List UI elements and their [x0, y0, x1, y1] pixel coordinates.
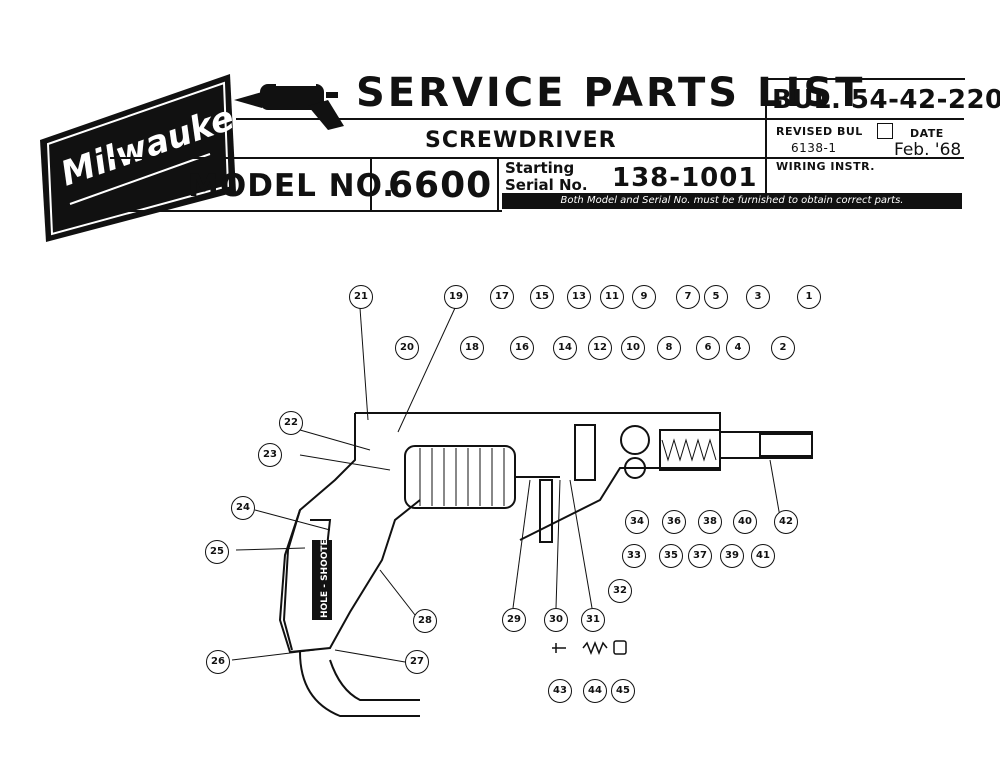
wiring-label: WIRING INSTR.	[776, 160, 875, 173]
callout-23: 23	[258, 443, 282, 467]
callout-2: 2	[771, 336, 795, 360]
callout-13: 13	[567, 285, 591, 309]
callout-32: 32	[608, 579, 632, 603]
callout-28: 28	[413, 609, 437, 633]
callout-9: 9	[632, 285, 656, 309]
callout-3: 3	[746, 285, 770, 309]
callout-34: 34	[625, 510, 649, 534]
date-label: DATE	[910, 127, 944, 140]
callout-33: 33	[622, 544, 646, 568]
ordering-note: Both Model and Serial No. must be furnis…	[502, 193, 962, 209]
callout-1: 1	[797, 285, 821, 309]
callout-7: 7	[676, 285, 700, 309]
callout-30: 30	[544, 608, 568, 632]
page-title: SERVICE PARTS LIST	[356, 70, 866, 116]
svg-text:HOLE - SHOOTER: HOLE - SHOOTER	[320, 532, 330, 618]
callout-41: 41	[751, 544, 775, 568]
callout-43: 43	[548, 679, 572, 703]
callout-5: 5	[704, 285, 728, 309]
date-checkbox	[877, 123, 893, 139]
serial-label: Serial No.	[505, 176, 588, 194]
callout-36: 36	[662, 510, 686, 534]
callout-40: 40	[733, 510, 757, 534]
revised-value: 6138-1	[791, 141, 837, 155]
callout-35: 35	[659, 544, 683, 568]
callout-17: 17	[490, 285, 514, 309]
callout-18: 18	[460, 336, 484, 360]
callout-39: 39	[720, 544, 744, 568]
callout-38: 38	[698, 510, 722, 534]
serial-number: 138-1001	[612, 163, 758, 193]
callout-45: 45	[611, 679, 635, 703]
callout-37: 37	[688, 544, 712, 568]
callout-19: 19	[444, 285, 468, 309]
bulletin-number: BUL. 54-42-2200	[772, 85, 1000, 115]
callout-24: 24	[231, 496, 255, 520]
product-name: SCREWDRIVER	[425, 128, 617, 153]
callout-4: 4	[726, 336, 750, 360]
callout-22: 22	[279, 411, 303, 435]
callout-8: 8	[657, 336, 681, 360]
revised-label: REVISED BUL	[776, 125, 863, 138]
callout-42: 42	[774, 510, 798, 534]
drill-icon	[232, 70, 352, 132]
callout-14: 14	[553, 336, 577, 360]
callout-16: 16	[510, 336, 534, 360]
callout-44: 44	[583, 679, 607, 703]
callout-10: 10	[621, 336, 645, 360]
serial-caption: Starting Serial No.	[505, 160, 588, 194]
callout-25: 25	[205, 540, 229, 564]
date-value: Feb. '68	[894, 140, 962, 160]
callout-26: 26	[206, 650, 230, 674]
callout-12: 12	[588, 336, 612, 360]
starting-label: Starting	[505, 159, 575, 177]
model-label: MODEL NO.	[188, 168, 396, 204]
callout-11: 11	[600, 285, 624, 309]
callout-6: 6	[696, 336, 720, 360]
model-number: 6600	[388, 165, 493, 206]
callout-15: 15	[530, 285, 554, 309]
callout-20: 20	[395, 336, 419, 360]
callout-29: 29	[502, 608, 526, 632]
callout-27: 27	[405, 650, 429, 674]
callout-21: 21	[349, 285, 373, 309]
callout-31: 31	[581, 608, 605, 632]
